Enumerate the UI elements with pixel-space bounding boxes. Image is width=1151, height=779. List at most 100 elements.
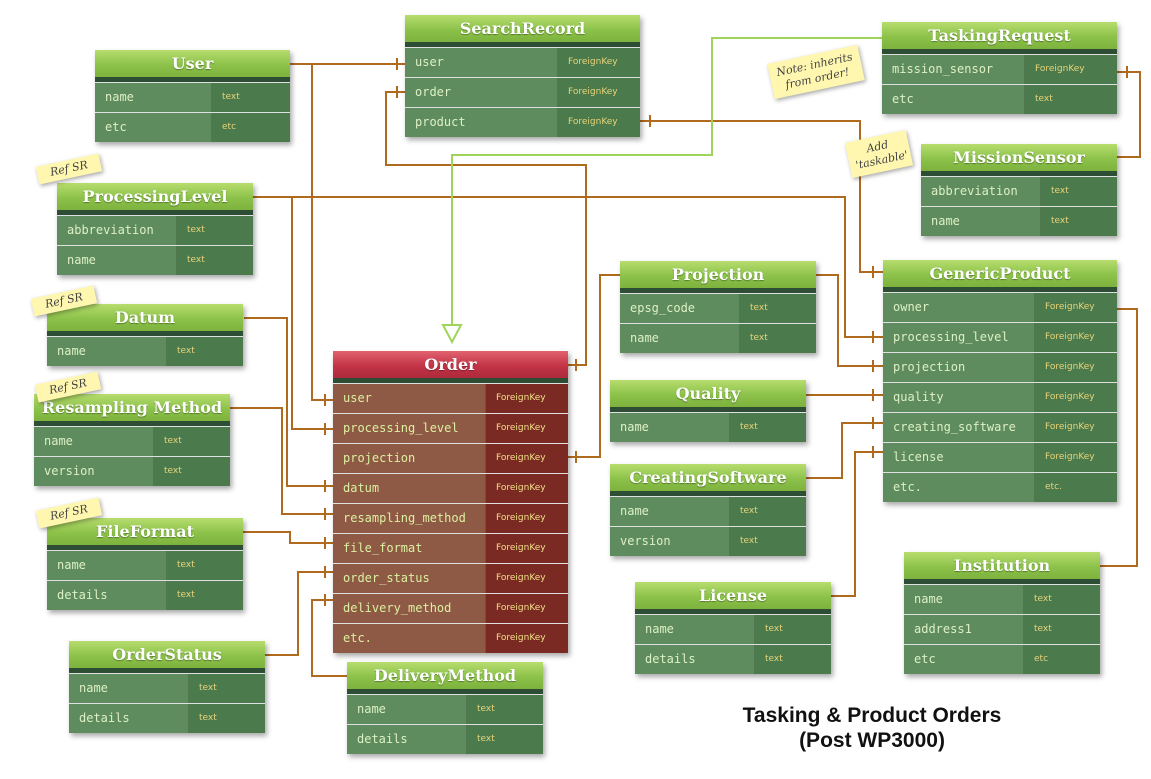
field-row: etc.ForeignKey (333, 623, 568, 653)
entity-title: TaskingRequest (882, 22, 1117, 54)
connector-datum-order (244, 317, 333, 487)
connector-deliverymethod-order (311, 599, 347, 677)
entity-title: Quality (610, 380, 806, 412)
connector-projection-generic (816, 274, 883, 367)
entity-title: ProcessingLevel (57, 183, 253, 215)
connector-processinglevel-order (253, 196, 333, 430)
connector-projection-order (568, 274, 620, 458)
connector-creatingsoftware-generic (806, 422, 883, 479)
entity-title: Order (333, 351, 568, 383)
entity-title: Resampling Method (34, 394, 230, 426)
connector-resampling-order (230, 407, 333, 515)
connector-searchrecord-order (385, 91, 587, 366)
entity-title: Institution (904, 552, 1100, 584)
entity-title: GenericProduct (883, 260, 1117, 292)
entity-title: Projection (620, 261, 816, 293)
entity-title: User (95, 50, 290, 82)
connector-orderstatus-order (265, 571, 333, 656)
entity-title: CreatingSoftware (610, 464, 806, 496)
diagram-title: Tasking & Product Orders (Post WP3000) (700, 703, 1044, 753)
inheritance-arrowhead (441, 324, 463, 345)
connector-institution-generic (1100, 308, 1138, 567)
diagram-title-line2: (Post WP3000) (799, 729, 945, 752)
entity-title: MissionSensor (921, 144, 1117, 176)
entity-title: FileFormat (47, 518, 243, 550)
connector-processinglevel-generic (253, 196, 883, 338)
entity-title: SearchRecord (405, 15, 640, 47)
entity-title: DeliveryMethod (347, 662, 543, 694)
connector-user-order (290, 63, 333, 401)
connector-tasking-missionsensor (1117, 71, 1141, 158)
connector-license-generic (830, 451, 883, 597)
connector-searchrecord-product (640, 120, 883, 273)
field-row: etc.etc. (883, 472, 1117, 502)
inheritance-tasking-order (451, 37, 882, 325)
entity-title: Datum (47, 304, 243, 336)
diagram-title-line1: Tasking & Product Orders (742, 704, 1002, 727)
entity-title: License (635, 582, 831, 614)
